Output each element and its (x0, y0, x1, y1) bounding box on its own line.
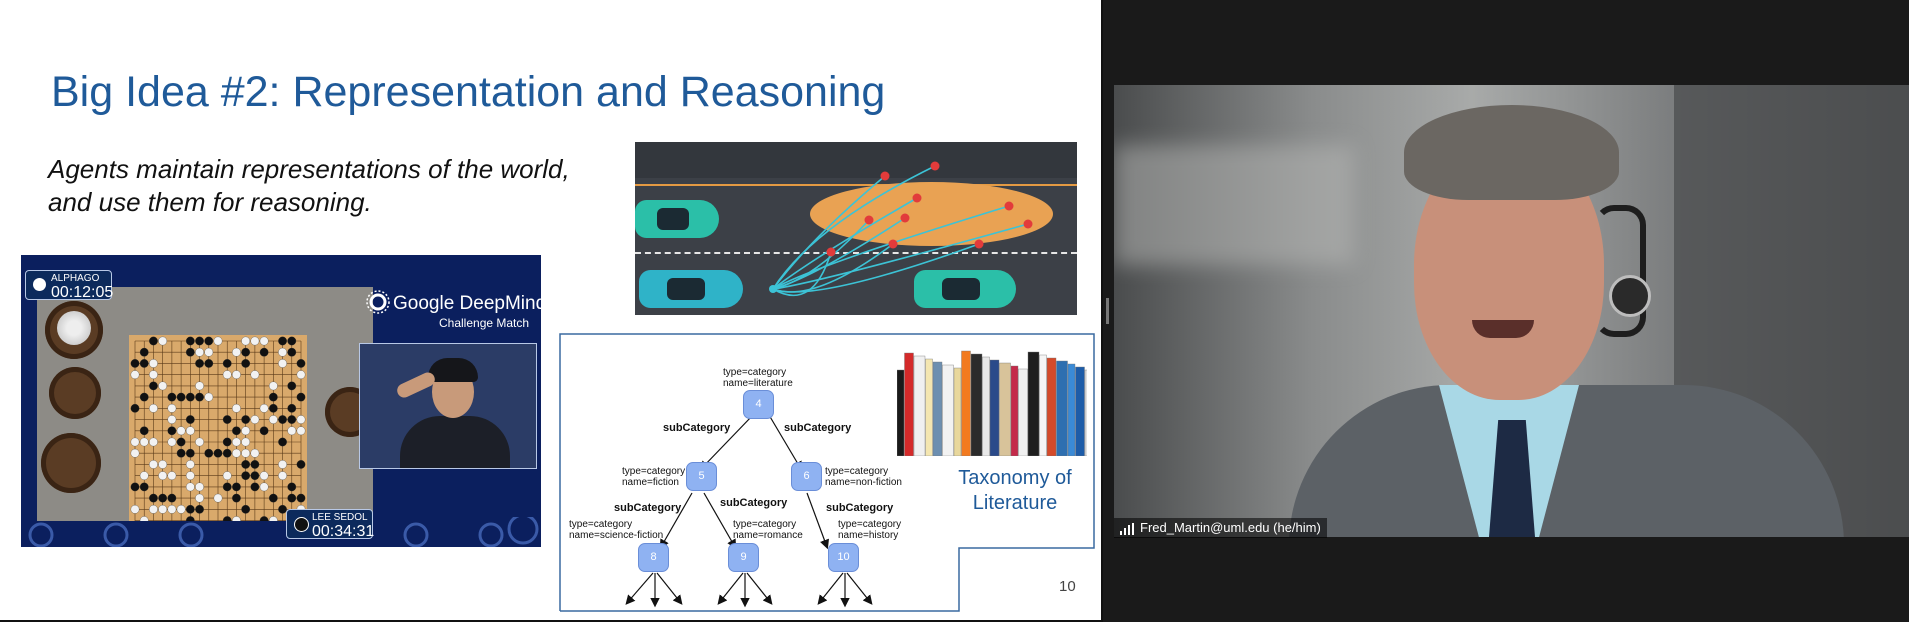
autonomous-driving-diagram (635, 142, 1077, 315)
taxonomy-node-8: 8 (638, 543, 669, 572)
go-board-photo (37, 287, 373, 521)
node-9-attributes: type=category name=romance (733, 519, 803, 541)
player1-time: 00:12:05 (51, 284, 114, 301)
split-view-drag-handle[interactable] (1106, 298, 1109, 324)
taxonomy-caption: Taxonomy of Literature (945, 466, 1085, 516)
trajectory-lines (769, 161, 1033, 297)
car-right (914, 270, 1016, 308)
go-board (129, 335, 307, 521)
player-body (400, 416, 510, 468)
car-window (667, 278, 705, 300)
car-left-top (635, 200, 719, 238)
deepmind-brand: Google DeepMind (393, 293, 541, 314)
participant-name: Fred_Martin@uml.edu (he/him) (1140, 520, 1321, 535)
white-player-icon (33, 278, 46, 291)
slide-subtitle-line-1: Agents maintain representations of the w… (48, 154, 570, 184)
stone-bowl-black (49, 367, 101, 419)
decorative-circles (28, 517, 539, 547)
taxonomy-caption-line-1: Taxonomy of (958, 467, 1072, 489)
deepmind-brand-sub: Challenge Match (439, 316, 530, 330)
slide-title: Big Idea #2: Representation and Reasonin… (51, 68, 886, 116)
root-node-attributes: type=category name=literature (723, 367, 793, 389)
person-mouth (1472, 320, 1534, 338)
edge-label-left: subCategory (663, 422, 731, 434)
player-camera-inset (359, 343, 537, 469)
ego-car (639, 270, 743, 308)
stone-bowl-lid (41, 433, 101, 493)
player-hand (394, 370, 438, 400)
presentation-slide: Big Idea #2: Representation and Reasonin… (0, 0, 1103, 622)
edge-label-6-10: subCategory (826, 502, 894, 514)
player1-label: ALPHAGO (51, 273, 100, 284)
edge-label-right: subCategory (784, 422, 852, 434)
alphago-match-image: ALPHAGO 00:12:05 Google DeepMind Challen… (21, 255, 541, 547)
participant-name-tag: Fred_Martin@uml.edu (he/him) (1114, 518, 1327, 538)
headphone-earcup (1609, 275, 1651, 317)
road-edge-line (635, 184, 1077, 186)
slide-subtitle-line-2: and use them for reasoning. (48, 187, 372, 217)
go-board-grid (130, 336, 306, 521)
deepmind-logo-icon (366, 290, 390, 314)
taxonomy-edges (625, 414, 873, 608)
node-6-attributes: type=category name=non-fiction (825, 466, 902, 488)
participant-video[interactable] (1114, 85, 1909, 537)
slide-page-number: 10 (1059, 578, 1076, 595)
player2-time: 00:34:31 (312, 523, 375, 540)
taxonomy-frame (559, 333, 1095, 612)
taxonomy-node-10: 10 (828, 543, 859, 572)
headphones-icon (1594, 205, 1646, 337)
white-stones (57, 311, 91, 345)
taxonomy-node-9: 9 (728, 543, 759, 572)
node-10-attributes: type=category name=history (838, 519, 902, 541)
edge-label-5-9: subCategory (720, 497, 788, 509)
node-8-attributes: type=category name=science-fiction (569, 519, 664, 541)
taxonomy-node-6: 6 (791, 462, 822, 491)
signal-strength-icon (1120, 522, 1134, 535)
taxonomy-node-4: 4 (743, 390, 774, 419)
lee-sedol-timer: LEE SEDOL 00:34:31 (286, 509, 375, 540)
player2-label: LEE SEDOL (312, 512, 368, 523)
taxonomy-caption-line-2: Literature (972, 492, 1058, 514)
bookshelf-illustration (897, 350, 1087, 456)
background-window (1114, 145, 1354, 265)
edge-label-5-8: subCategory (614, 502, 682, 514)
player-hair (428, 358, 478, 382)
lane-divider (635, 252, 1077, 254)
alphago-timer: ALPHAGO 00:12:05 (25, 270, 114, 301)
person-hair (1404, 105, 1619, 200)
black-player-icon (294, 517, 309, 532)
taxonomy-node-5: 5 (686, 462, 717, 491)
car-window (942, 278, 980, 300)
car-window (657, 208, 689, 230)
node-5-attributes: type=category name=fiction (622, 466, 686, 488)
road-shoulder (635, 142, 1077, 178)
